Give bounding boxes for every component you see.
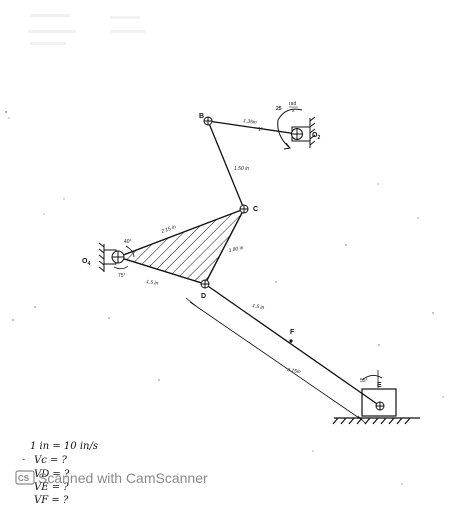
label-b: B bbox=[199, 113, 204, 120]
link-o2-b bbox=[207, 120, 298, 135]
pin-o4 bbox=[111, 250, 125, 264]
link-b-c bbox=[207, 120, 245, 210]
angle-slider: 55° bbox=[360, 378, 368, 384]
dim-o4d: 1.5 in bbox=[146, 279, 159, 287]
note-ve: VE = ? bbox=[34, 482, 69, 493]
omega-value: 25 bbox=[276, 106, 282, 112]
note-vd: VD = ? bbox=[34, 469, 70, 480]
note-vc: Vc = ? bbox=[34, 455, 68, 466]
label-f: F bbox=[290, 329, 295, 336]
angular-velocity-arrow bbox=[277, 108, 303, 150]
dim-de: 3.15in bbox=[287, 367, 302, 375]
note-dash: - bbox=[22, 454, 25, 464]
dim-bc: 1.50 in bbox=[234, 166, 249, 172]
angle-o4-lower: 75° bbox=[118, 273, 126, 279]
angle-arcs-o4 bbox=[113, 245, 135, 270]
pin-e bbox=[375, 401, 385, 411]
dim-df: 1.5 in bbox=[252, 303, 265, 311]
pin-o2 bbox=[291, 128, 303, 140]
label-e: E bbox=[377, 382, 382, 389]
scan-specks bbox=[5, 111, 444, 485]
pin-d bbox=[200, 279, 210, 289]
label-o2: O2 bbox=[312, 132, 320, 141]
omega-unit-top: rad bbox=[289, 101, 296, 107]
dimension-line-de bbox=[185, 297, 367, 425]
links bbox=[204, 120, 381, 407]
point-f bbox=[289, 339, 293, 343]
dim-o2b: 1.35in bbox=[243, 118, 258, 126]
label-o4: O4 bbox=[82, 258, 90, 267]
ternary-link-o4-c-d bbox=[115, 207, 246, 285]
omega-unit-bottom: s bbox=[292, 108, 295, 114]
pin-c bbox=[239, 204, 249, 214]
angle-crank: 1° bbox=[258, 127, 263, 133]
pin-b bbox=[203, 116, 213, 126]
camscanner-watermark: CS Scanned with CamScanner bbox=[15, 470, 208, 486]
note-vf: VF = ? bbox=[34, 495, 69, 505]
link-d-e bbox=[204, 283, 381, 407]
dim-o4c: 2.15 in bbox=[160, 224, 177, 235]
camscanner-logo-icon bbox=[15, 470, 35, 485]
svg-text:CS: CS bbox=[18, 474, 30, 483]
label-c: C bbox=[253, 206, 258, 213]
scan-ghost-marks bbox=[28, 14, 146, 45]
dim-cd: 1.80 in bbox=[228, 245, 244, 254]
watermark-text: Scanned with CamScanner bbox=[38, 470, 208, 486]
angle-o4-upper: 40° bbox=[124, 239, 132, 245]
slider-e bbox=[332, 370, 420, 425]
note-scale: 1 in = 10 in/s bbox=[30, 441, 98, 452]
label-d: D bbox=[201, 293, 206, 300]
